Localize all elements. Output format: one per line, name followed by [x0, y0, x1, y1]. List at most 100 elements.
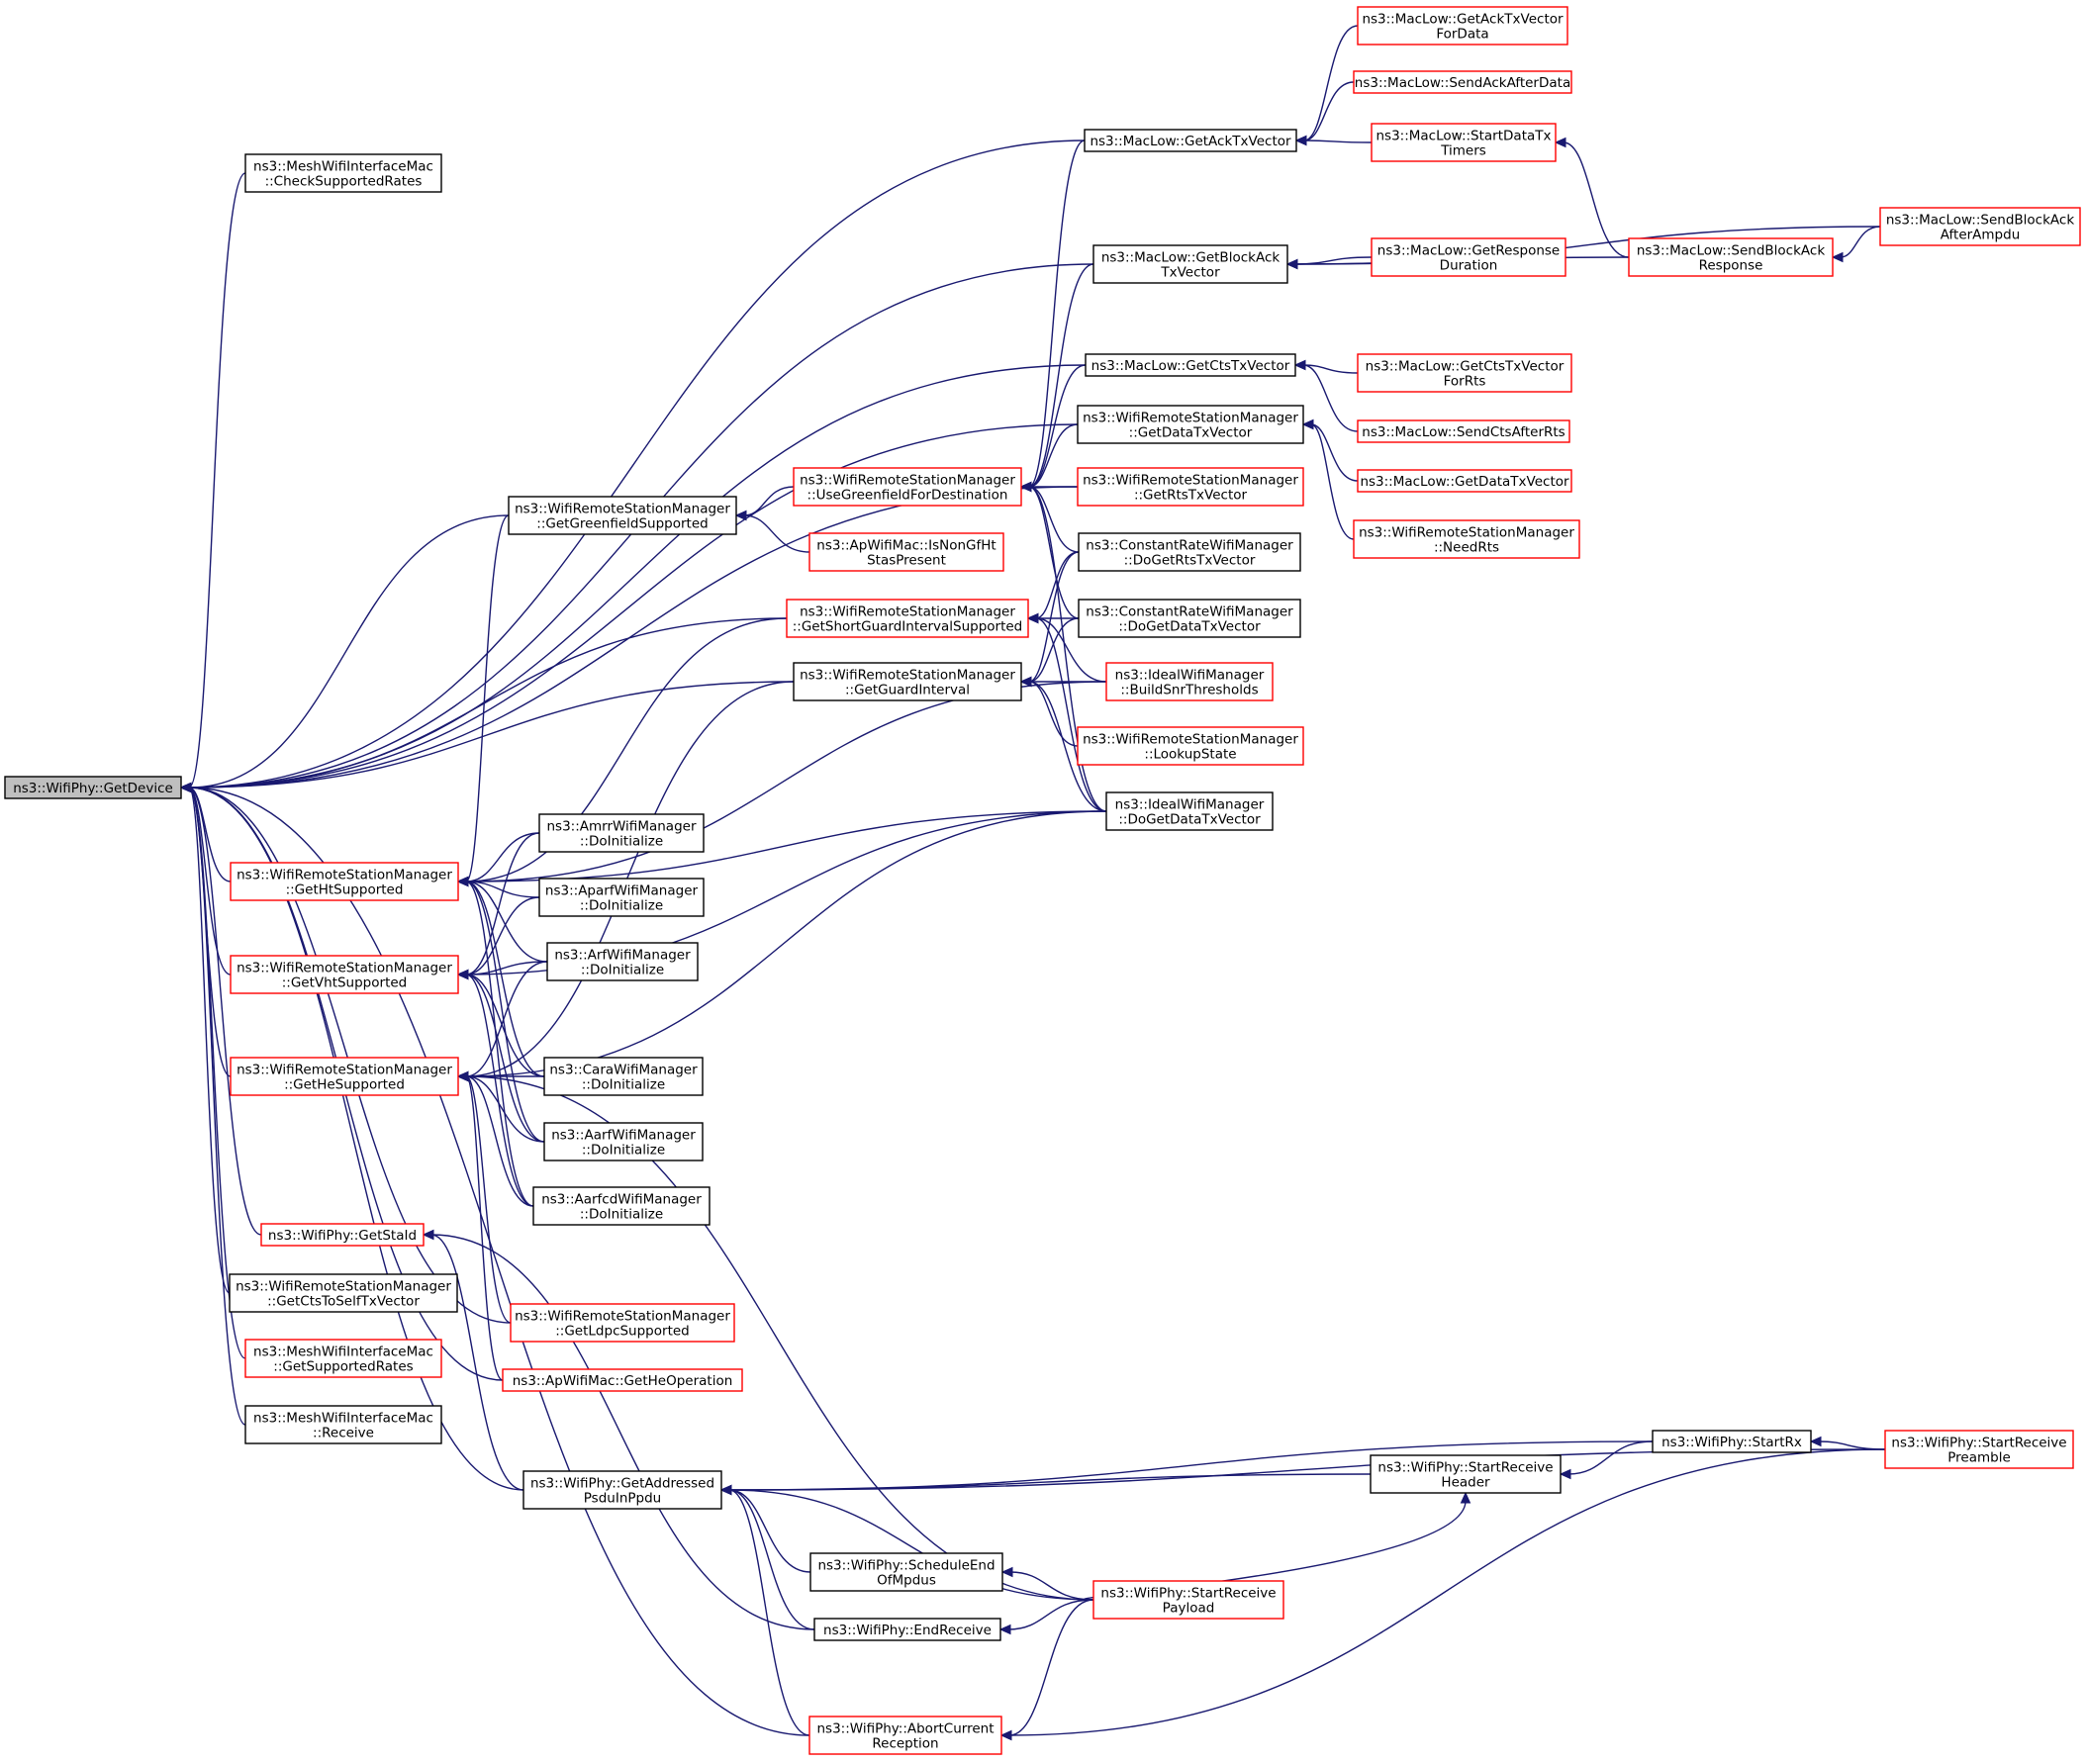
- node-box: [1078, 599, 1301, 638]
- edge-arrowhead: [1301, 418, 1314, 430]
- node-label: ::DoInitialize: [582, 1077, 665, 1093]
- node-cts-to-self[interactable]: ns3::WifiRemoteStationManager::GetCtsToS…: [229, 1273, 458, 1313]
- node-label: ns3::ArfWifiManager: [554, 948, 691, 964]
- edge-rsm-get-data-to-use-green: [1028, 423, 1079, 488]
- edge-arrowhead: [456, 876, 469, 887]
- node-label: ns3::WifiRemoteStationManager: [237, 1063, 452, 1078]
- node-rsm-get-data[interactable]: ns3::WifiRemoteStationManager::GetDataTx…: [1077, 405, 1304, 444]
- node-lookup[interactable]: ns3::WifiRemoteStationManager::LookupSta…: [1077, 726, 1304, 766]
- edge-end-recv-to-get-sta-id: [430, 1234, 815, 1630]
- node-mesh-receive[interactable]: ns3::MeshWifiInterfaceMac::Receive: [244, 1405, 442, 1444]
- node-aparf[interactable]: ns3::AparfWifiManager::DoInitialize: [538, 878, 705, 917]
- node-label: ::GetCtsToSelfTxVector: [267, 1294, 420, 1310]
- node-box: [1084, 129, 1297, 152]
- node-start-rx[interactable]: ns3::WifiPhy::StartRx: [1652, 1430, 1812, 1453]
- edge-ap-non-gf-to-get-green: [743, 514, 810, 553]
- node-get-sta-id[interactable]: ns3::WifiPhy::GetStaId: [260, 1223, 425, 1247]
- node-label: ns3::WifiRemoteStationManager: [515, 1309, 730, 1325]
- node-root[interactable]: ns3::WifiPhy::GetDevice: [4, 776, 182, 799]
- edge-arrowhead: [719, 1484, 732, 1496]
- edge-get-addr-to-get-sta-id: [430, 1234, 524, 1491]
- node-end-recv[interactable]: ns3::WifiPhy::EndReceive: [813, 1618, 1001, 1641]
- node-aarf[interactable]: ns3::AarfWifiManager::DoInitialize: [543, 1122, 704, 1161]
- node-get-ldpc[interactable]: ns3::WifiRemoteStationManager::GetLdpcSu…: [510, 1303, 735, 1343]
- node-cr-do-data[interactable]: ns3::ConstantRateWifiManager::DoGetDataT…: [1078, 599, 1301, 638]
- node-label: ::GetHtSupported: [286, 882, 404, 898]
- node-rsm-need-rts[interactable]: ns3::WifiRemoteStationManager::NeedRts: [1353, 519, 1580, 559]
- edge-get-sgi-to-root: [188, 617, 788, 789]
- node-aarfcd[interactable]: ns3::AarfcdWifiManager::DoInitialize: [532, 1186, 711, 1226]
- node-arf[interactable]: ns3::ArfWifiManager::DoInitialize: [546, 942, 699, 981]
- node-ideal-build[interactable]: ns3::IdealWifiManager::BuildSnrThreshold…: [1105, 662, 1274, 701]
- node-box: [1092, 244, 1288, 284]
- node-box: [4, 776, 182, 799]
- node-send-cts-after[interactable]: ns3::MacLow::SendCtsAfterRts: [1357, 419, 1570, 443]
- node-box: [546, 942, 699, 981]
- node-box: [813, 1618, 1001, 1641]
- node-amrr[interactable]: ns3::AmrrWifiManager::DoInitialize: [538, 813, 705, 853]
- node-cr-do-rts[interactable]: ns3::ConstantRateWifiManager::DoGetRtsTx…: [1078, 532, 1301, 572]
- node-box: [1105, 662, 1274, 701]
- node-get-he[interactable]: ns3::WifiRemoteStationManager::GetHeSupp…: [230, 1057, 459, 1096]
- node-cara[interactable]: ns3::CaraWifiManager::DoInitialize: [543, 1057, 704, 1096]
- edge-get-green-to-get-ht: [465, 514, 510, 882]
- node-label: ::LookupState: [1144, 747, 1236, 763]
- node-get-ht[interactable]: ns3::WifiRemoteStationManager::GetHtSupp…: [230, 862, 459, 901]
- node-rsm-get-rts[interactable]: ns3::WifiRemoteStationManager::GetRtsTxV…: [1077, 467, 1304, 507]
- node-box: [1357, 469, 1572, 493]
- node-label: ForRts: [1444, 374, 1486, 390]
- node-label: ns3::MacLow::SendCtsAfterRts: [1362, 424, 1565, 440]
- node-get-cts[interactable]: ns3::MacLow::GetCtsTxVector: [1085, 353, 1296, 377]
- edge-lookup-to-get-gi: [1028, 681, 1079, 747]
- node-label: AfterAmpdu: [1941, 228, 2021, 243]
- node-ideal-do-data[interactable]: ns3::IdealWifiManager::DoGetDataTxVector: [1105, 791, 1274, 831]
- edge-get-ack-data-to-get-ack: [1303, 25, 1359, 141]
- node-mesh-check[interactable]: ns3::MeshWifiInterfaceMac::CheckSupporte…: [244, 153, 442, 193]
- node-get-vht[interactable]: ns3::WifiRemoteStationManager::GetVhtSup…: [230, 955, 459, 994]
- edge-arrowhead: [1460, 1491, 1471, 1504]
- edge-arrowhead: [1285, 258, 1298, 270]
- node-label: ::DoGetRtsTxVector: [1124, 553, 1256, 569]
- node-mesh-sup-rates[interactable]: ns3::MeshWifiInterfaceMac::GetSupportedR…: [244, 1339, 442, 1378]
- node-send-ack-after[interactable]: ns3::MacLow::SendAckAfterData: [1353, 70, 1572, 94]
- node-ap-he-op[interactable]: ns3::ApWifiMac::GetHeOperation: [502, 1368, 743, 1392]
- node-mac-get-data[interactable]: ns3::MacLow::GetDataTxVector: [1357, 469, 1572, 493]
- node-use-green[interactable]: ns3::WifiRemoteStationManager::UseGreenf…: [793, 467, 1022, 507]
- node-get-sgi[interactable]: ns3::WifiRemoteStationManager::GetShortG…: [786, 599, 1029, 638]
- node-label: ns3::WifiRemoteStationManager: [515, 502, 730, 517]
- node-get-green[interactable]: ns3::WifiRemoteStationManager::GetGreenf…: [508, 496, 737, 535]
- edge-arrowhead: [1293, 359, 1306, 371]
- edge-start-recv-pay-to-get-addr: [728, 1489, 1094, 1601]
- node-label: ns3::AmrrWifiManager: [546, 819, 696, 835]
- node-label: StasPresent: [867, 553, 946, 569]
- node-get-ack[interactable]: ns3::MacLow::GetAckTxVector: [1084, 129, 1297, 152]
- node-get-gi[interactable]: ns3::WifiRemoteStationManager::GetGuardI…: [793, 662, 1022, 701]
- node-label: ns3::MacLow::SendBlockAck: [1886, 213, 2074, 229]
- node-label: ns3::MacLow::GetAckTxVector: [1090, 134, 1291, 149]
- edge-sched-end-to-get-addr: [728, 1489, 811, 1573]
- edge-arrowhead: [998, 1624, 1011, 1635]
- edge-get-sgi-to-get-ht: [465, 617, 788, 882]
- node-label: ::Receive: [313, 1426, 374, 1441]
- node-label: Response: [1699, 258, 1763, 274]
- node-label: ::BuildSnrThresholds: [1120, 683, 1258, 698]
- node-label: ns3::IdealWifiManager: [1115, 668, 1265, 684]
- node-label: ::DoInitialize: [580, 834, 663, 850]
- edge-start-recv-pre-to-get-addr: [728, 1448, 1886, 1491]
- edge-arrowhead: [1809, 1436, 1822, 1447]
- node-label: ns3::MeshWifiInterfaceMac: [253, 159, 433, 175]
